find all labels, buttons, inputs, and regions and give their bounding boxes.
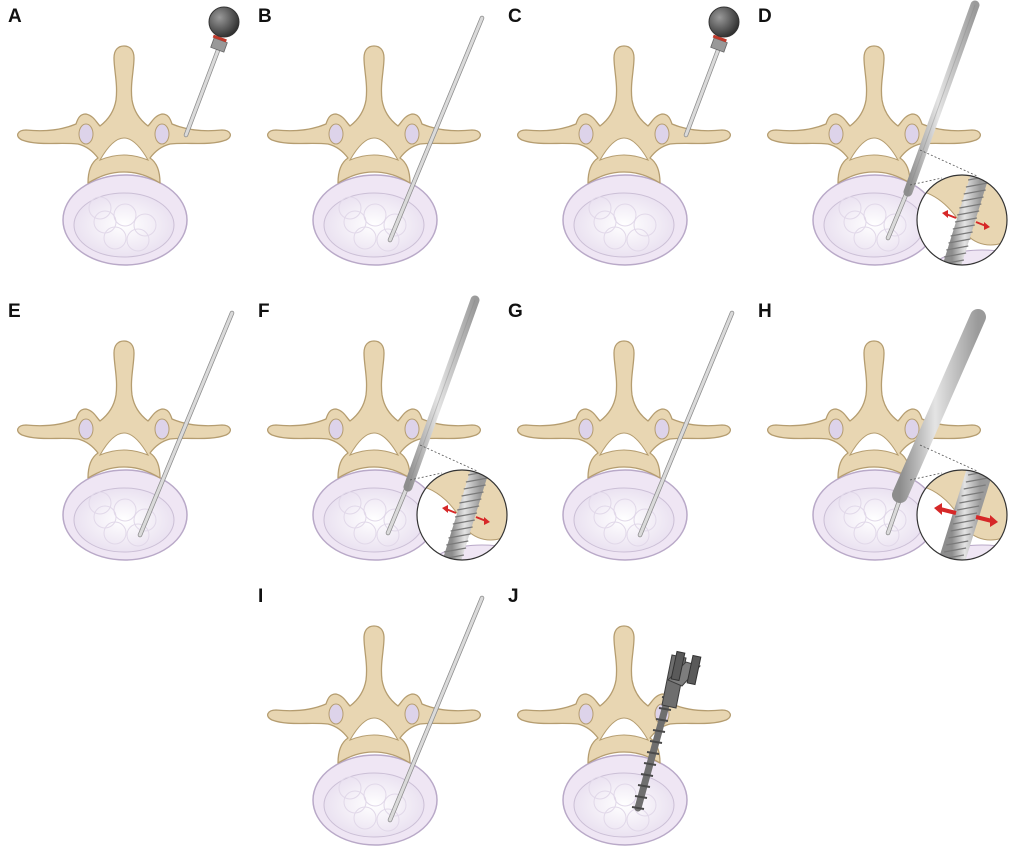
hub-ring xyxy=(212,34,227,43)
posterior-arch xyxy=(517,45,731,184)
posterior-arch xyxy=(267,625,481,764)
facet-left xyxy=(328,123,344,145)
facet-left xyxy=(578,703,594,725)
inset-border xyxy=(916,469,1008,561)
facet-left xyxy=(328,703,344,725)
nucleus xyxy=(73,192,175,258)
panel-h: H xyxy=(758,301,1008,561)
facet-right xyxy=(404,703,420,725)
nucleus xyxy=(323,772,425,838)
facet-left xyxy=(328,418,344,440)
spinal-canal xyxy=(598,717,650,741)
panel-label: A xyxy=(8,6,22,27)
expansion-arrow-left xyxy=(939,507,957,515)
facet-left xyxy=(78,123,94,145)
guidewire xyxy=(638,311,734,537)
facet-right xyxy=(904,123,920,145)
spinal-canal xyxy=(848,137,900,161)
dilator-tube xyxy=(892,309,986,503)
facet-left xyxy=(828,123,844,145)
panel-a: A xyxy=(8,6,240,266)
panel-f: F xyxy=(258,295,508,561)
expansion-arrow-right xyxy=(975,515,993,523)
panel-i: I xyxy=(258,586,485,846)
posterior-arch xyxy=(767,45,981,184)
posterior-arch xyxy=(767,340,981,479)
needle xyxy=(684,43,722,137)
panel-b: B xyxy=(258,6,485,266)
panel-label: H xyxy=(758,301,772,322)
panel-label: C xyxy=(508,6,522,27)
spinal-canal xyxy=(598,137,650,161)
panel-d: D xyxy=(758,0,1008,266)
nucleus xyxy=(573,192,675,258)
spinal-canal xyxy=(598,432,650,456)
magnified-inset xyxy=(909,444,1008,561)
panel-label: F xyxy=(258,301,270,322)
bulb-handle-icon xyxy=(708,6,740,38)
facet-right xyxy=(404,123,420,145)
panel-c: C xyxy=(508,6,740,266)
facet-left xyxy=(828,418,844,440)
facet-right xyxy=(654,418,670,440)
inset-border xyxy=(916,174,1008,266)
spinal-canal xyxy=(348,137,400,161)
magnified-inset xyxy=(909,149,1008,266)
vertebra xyxy=(517,340,731,561)
posterior-arch xyxy=(17,45,231,184)
vertebra xyxy=(267,45,481,266)
nucleus xyxy=(573,772,675,838)
nucleus xyxy=(323,487,425,553)
panel-g: G xyxy=(508,301,735,561)
dilator-tube xyxy=(403,295,480,492)
spinal-canal xyxy=(98,432,150,456)
bulb-handle-icon xyxy=(208,6,240,38)
posterior-arch xyxy=(517,625,731,764)
spinal-canal xyxy=(848,432,900,456)
posterior-arch xyxy=(267,340,481,479)
guidewire xyxy=(388,16,484,242)
nucleus xyxy=(323,192,425,258)
vertebra xyxy=(17,45,231,266)
posterior-arch xyxy=(17,340,231,479)
magnified-inset xyxy=(409,444,508,561)
nucleus xyxy=(823,192,925,258)
vertebra xyxy=(517,45,731,266)
needle xyxy=(184,43,222,137)
dilator-tube xyxy=(903,0,980,197)
panel-label: I xyxy=(258,586,263,607)
facet-right xyxy=(404,418,420,440)
facet-right xyxy=(654,123,670,145)
panel-e: E xyxy=(8,301,235,561)
panel-label: G xyxy=(508,301,523,322)
nucleus xyxy=(823,487,925,553)
nucleus xyxy=(73,487,175,553)
posterior-arch xyxy=(517,340,731,479)
facet-left xyxy=(578,123,594,145)
facet-left xyxy=(578,418,594,440)
facet-right xyxy=(154,418,170,440)
pedicle-screw-icon xyxy=(631,650,702,812)
facet-right xyxy=(154,123,170,145)
guidewire xyxy=(138,311,234,537)
panel-label: E xyxy=(8,301,21,322)
panel-label: D xyxy=(758,6,772,27)
facet-left xyxy=(78,418,94,440)
guidewire xyxy=(388,596,484,822)
nucleus xyxy=(573,487,675,553)
panel-label: J xyxy=(508,586,519,607)
hub-ring xyxy=(712,34,727,43)
spinal-canal xyxy=(98,137,150,161)
spinal-canal xyxy=(348,717,400,741)
inset-border xyxy=(416,469,508,561)
spinal-canal xyxy=(348,432,400,456)
vertebra xyxy=(517,625,731,846)
panel-label: B xyxy=(258,6,272,27)
posterior-arch xyxy=(267,45,481,184)
vertebra xyxy=(17,340,231,561)
panel-j: J xyxy=(508,586,731,846)
facet-right xyxy=(904,418,920,440)
vertebra xyxy=(267,625,481,846)
